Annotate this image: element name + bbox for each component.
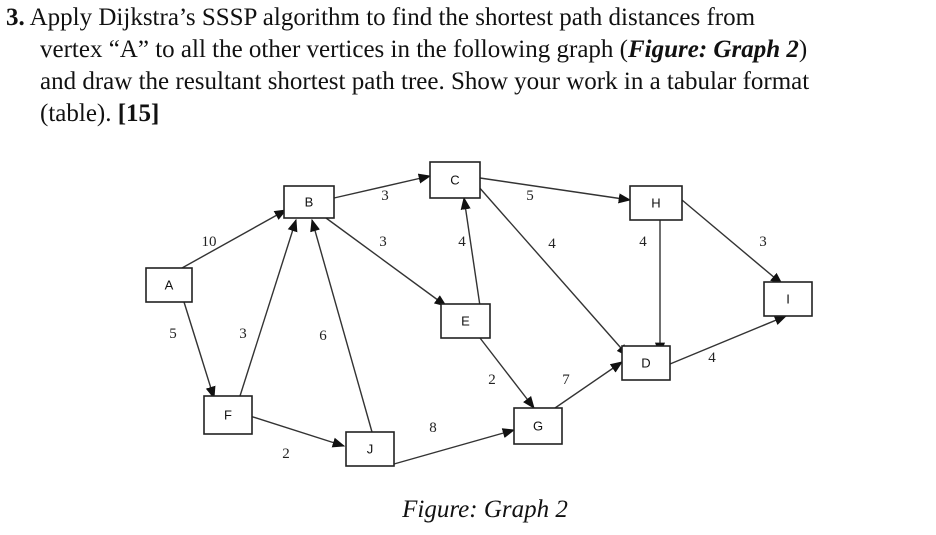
vertex-label: B [305,195,314,210]
vertex-c: C [429,161,481,199]
edge-weight-c-h: 5 [526,188,534,204]
edge-line [249,415,346,448]
edge-f-j [249,415,346,448]
vertex-d: D [621,345,671,381]
figure-reference: Figure: Graph 2 [628,36,799,63]
edge-weight-d-i: 4 [708,350,716,366]
edge-e-c [460,196,481,307]
edge-weight-j-g: 8 [429,420,437,436]
vertex-label: A [165,278,174,293]
edge-line [325,217,448,307]
vertex-box [345,431,395,467]
edge-weight-b-c: 3 [381,188,389,204]
vertex-label: I [786,292,790,307]
edge-line [554,361,624,409]
question-line-2a: vertex “A” to all the other vertices in … [40,36,628,63]
edge-line [460,196,481,307]
edge-weight-j-b: 6 [319,328,327,344]
vertex-box [283,185,335,219]
vertex-g: G [513,407,563,445]
question-number: 3. [6,4,25,31]
edge-a-f [183,301,216,400]
edge-line [310,218,373,433]
edge-line [479,337,535,409]
edge-j-g [393,428,516,465]
question-line-2c: ) [798,36,808,63]
edge-line [669,315,788,365]
edge-line [181,209,288,269]
edge-h-i [681,199,783,285]
vertex-label: F [224,408,232,423]
edge-c-d [477,185,629,357]
edge-line [479,177,632,204]
vertex-label: J [367,442,374,457]
edge-c-h [479,177,632,204]
question-text: 3. Apply Dijkstra’s SSSP algorithm to fi… [6,2,932,130]
vertex-label: G [533,419,543,434]
vertex-a: A [145,267,193,303]
vertex-box [145,267,193,303]
edge-j-b [310,218,373,433]
edge-d-i [669,315,788,365]
edge-line [183,301,216,400]
edge-line [333,173,432,199]
edge-weight-f-j: 2 [282,446,290,462]
edge-b-e [325,217,448,307]
vertex-box [621,345,671,381]
vertex-f: F [203,395,253,435]
edge-g-d [554,361,624,409]
vertex-label: D [641,356,650,371]
figure-caption: Figure: Graph 2 [402,496,568,523]
edge-weight-e-c: 4 [458,234,466,250]
vertex-j: J [345,431,395,467]
vertex-box [763,281,813,317]
vertex-i: I [763,281,813,317]
vertex-label: C [450,173,459,188]
edge-a-b [181,209,288,269]
edge-weight-a-b: 10 [202,234,217,250]
edge-line [393,428,516,465]
edge-weight-b-e: 3 [379,234,387,250]
edge-weight-h-i: 3 [759,234,767,250]
vertex-h: H [629,185,683,221]
question-line-4: (table). [15] [6,98,932,130]
edge-weight-h-d: 4 [639,234,647,250]
edge-b-c [333,173,432,199]
edge-weight-g-d: 7 [562,372,570,388]
question-marks: [15] [117,100,160,127]
vertex-box [513,407,563,445]
edge-line [239,218,298,397]
question-line-3: and draw the resultant shortest path tre… [40,68,810,95]
edge-line [477,185,629,357]
vertex-label: E [461,314,470,329]
edge-line [681,199,783,285]
question-line-1: Apply Dijkstra’s SSSP algorithm to find … [29,4,756,31]
question-line-2: vertex “A” to all the other vertices in … [6,34,932,66]
question-line-4a: (table). [40,100,112,127]
edge-weight-e-g: 2 [488,372,496,388]
vertex-box [429,161,481,199]
vertex-label: H [651,196,660,211]
edge-f-b [239,218,298,397]
vertex-b: B [283,185,335,219]
edge-weight-f-b: 3 [239,326,247,342]
edge-e-g [479,337,535,409]
edge-weight-c-d: 4 [548,236,556,252]
vertex-box [203,395,253,435]
vertex-box [629,185,683,221]
vertex-box [440,303,491,339]
edge-weight-a-f: 5 [169,326,177,342]
vertex-e: E [440,303,491,339]
